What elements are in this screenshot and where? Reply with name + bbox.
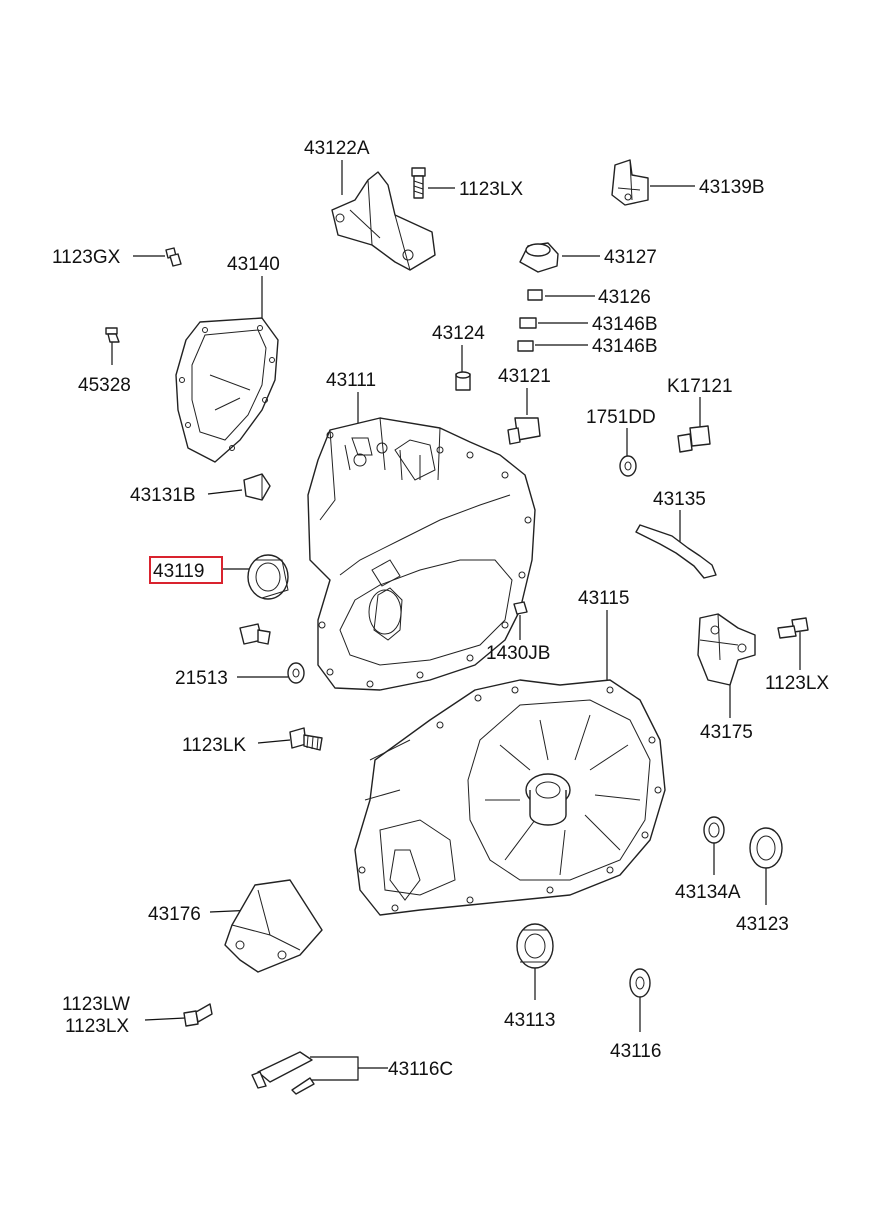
lever-43135-part — [635, 524, 717, 579]
label-1123LX-bottom[interactable]: 1123LX — [65, 1016, 129, 1037]
seal-43119-part — [247, 554, 289, 600]
bolt-1123LX-right-part — [777, 617, 809, 639]
bushing-43126-part — [527, 289, 543, 301]
label-K17121[interactable]: K17121 — [667, 376, 733, 397]
bolt-1123GX-part — [165, 247, 182, 267]
part-labels: 43122A 1123LX 43139B 1123GX 43140 43127 … — [52, 138, 829, 1080]
label-1123LX-top[interactable]: 1123LX — [459, 179, 523, 200]
switch-43121-part — [507, 417, 541, 445]
washer-1751DD-part — [619, 455, 637, 477]
label-1123LW[interactable]: 1123LW — [62, 994, 130, 1015]
label-43135[interactable]: 43135 — [653, 489, 706, 510]
label-1430JB[interactable]: 1430JB — [486, 643, 550, 664]
label-43123[interactable]: 43123 — [736, 914, 789, 935]
bolt-1123LK-part — [289, 727, 323, 751]
highlight-box-43119 — [149, 556, 223, 584]
label-43146B-b[interactable]: 43146B — [592, 336, 658, 357]
label-43126[interactable]: 43126 — [598, 287, 651, 308]
bearing-43113-part — [516, 923, 554, 969]
bolt-1123LW-part — [183, 1003, 213, 1027]
label-1751DD[interactable]: 1751DD — [586, 407, 656, 428]
shim-43116-part — [629, 968, 651, 998]
sleeve-43124-part — [455, 371, 471, 391]
label-43176[interactable]: 43176 — [148, 904, 201, 925]
label-43175[interactable]: 43175 — [700, 722, 753, 743]
label-43131B[interactable]: 43131B — [130, 485, 196, 506]
label-1123LK[interactable]: 1123LK — [182, 735, 246, 756]
label-43140[interactable]: 43140 — [227, 254, 280, 275]
pin-45328-part — [105, 327, 120, 343]
label-43127[interactable]: 43127 — [604, 247, 657, 268]
sealant-43116C-part — [251, 1051, 315, 1095]
cover-43176-part — [224, 879, 323, 973]
bushing-43146B-b-part — [517, 340, 534, 352]
plug-21513-part — [239, 623, 305, 684]
label-43121[interactable]: 43121 — [498, 366, 551, 387]
label-1123GX[interactable]: 1123GX — [52, 247, 121, 268]
label-21513[interactable]: 21513 — [175, 668, 228, 689]
cover-43140-part — [175, 317, 279, 463]
label-43116[interactable]: 43116 — [610, 1041, 661, 1062]
label-1123LX-right[interactable]: 1123LX — [765, 673, 829, 694]
label-43146B-a[interactable]: 43146B — [592, 314, 658, 335]
label-43116C[interactable]: 43116C — [388, 1059, 453, 1080]
case-43111-part — [307, 417, 536, 691]
pin-1430JB-part — [513, 601, 528, 615]
bolt-1123LX-top-part — [411, 167, 426, 199]
label-43115[interactable]: 43115 — [578, 588, 629, 609]
seal-43134A-part — [703, 816, 725, 844]
label-43113[interactable]: 43113 — [504, 1010, 555, 1031]
bushing-43146B-a-part — [519, 317, 537, 329]
plug-K17121-part — [677, 425, 711, 453]
label-43124[interactable]: 43124 — [432, 323, 485, 344]
seal-43123-part — [749, 827, 783, 869]
housing-43115-part — [354, 679, 666, 916]
bracket-43175-part — [697, 613, 756, 686]
bracket-43122A-part — [331, 171, 436, 271]
bracket-43139B-part — [611, 159, 649, 206]
label-43139B[interactable]: 43139B — [699, 177, 765, 198]
label-43134A[interactable]: 43134A — [675, 882, 741, 903]
label-43122A[interactable]: 43122A — [304, 138, 370, 159]
label-43111[interactable]: 43111 — [326, 370, 376, 391]
cap-43127-part — [519, 242, 559, 273]
label-45328[interactable]: 45328 — [78, 375, 131, 396]
label-43119[interactable]: 43119 — [153, 561, 204, 582]
block-43131B-part — [243, 473, 271, 501]
